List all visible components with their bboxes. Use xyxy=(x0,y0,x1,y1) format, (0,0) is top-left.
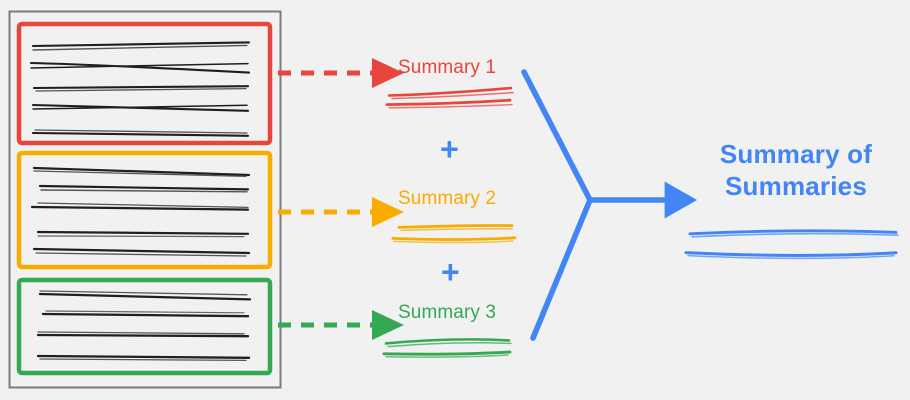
summary-of-summaries-label: Summary of Summaries xyxy=(700,139,892,202)
group-1-box xyxy=(16,21,273,146)
group-3-box xyxy=(16,277,273,376)
plus-icon-1: + xyxy=(440,131,459,167)
group-1-text-lines xyxy=(29,41,251,137)
group-2-box xyxy=(16,150,273,270)
document-group-3 xyxy=(16,277,273,376)
merge-branch-bottom xyxy=(530,197,593,341)
summary-1-label: Summary 1 xyxy=(398,57,497,78)
summary-2-label: Summary 2 xyxy=(398,188,497,209)
document-group-1 xyxy=(16,21,273,146)
document-frame xyxy=(8,10,282,389)
summary-3-label: Summary 3 xyxy=(398,302,497,323)
arrow-merge xyxy=(521,69,698,341)
dashed-connectors xyxy=(278,58,404,340)
summary-1-scribble xyxy=(385,86,514,109)
summary-of-summaries-scribble xyxy=(684,229,899,260)
summary-of-summaries-line2: Summaries xyxy=(725,170,867,201)
plus-icon-2: + xyxy=(441,254,460,290)
summary-of-summaries-line1: Summary of xyxy=(719,139,873,169)
group-3-text-lines xyxy=(36,290,252,362)
summary-3-scribble xyxy=(382,338,512,358)
merge-branch-top xyxy=(521,69,593,203)
document-group-2 xyxy=(16,150,273,270)
summary-2-scribble xyxy=(391,224,517,244)
group-2-text-lines xyxy=(30,166,251,257)
